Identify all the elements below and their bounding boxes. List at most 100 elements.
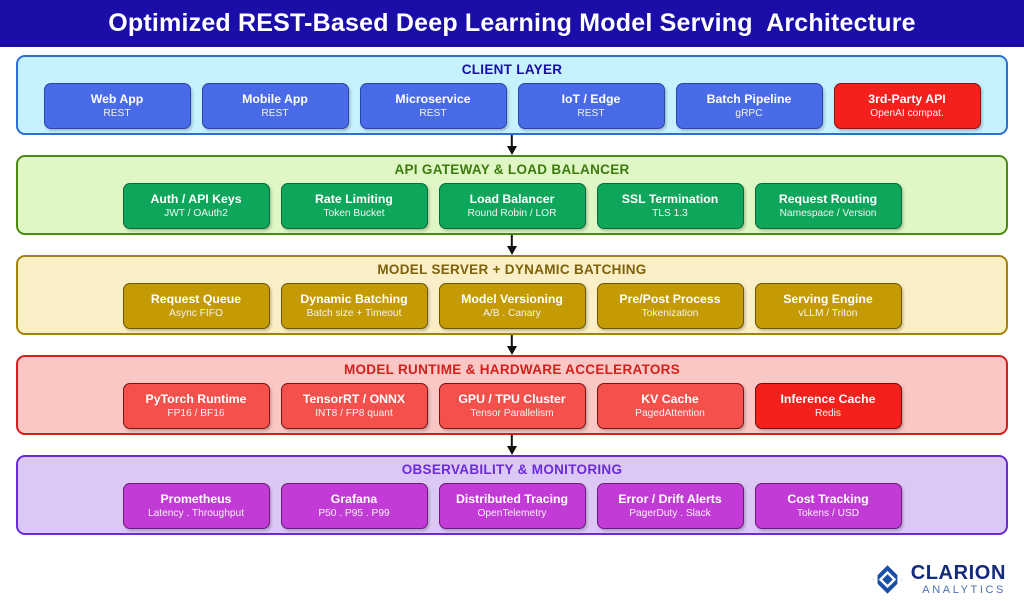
card-microservice-title: Microservice [395,91,471,106]
card-mobile-app-title: Mobile App [242,91,308,106]
down-arrow-icon [505,435,519,455]
client-layer-title: CLIENT LAYER [461,62,563,77]
card-auth-api-keys-subtitle: JWT / OAuth2 [164,207,228,219]
card-pre-post-process-subtitle: Tokenization [641,307,699,319]
card-request-queue-subtitle: Async FIFO [169,307,223,319]
card-serving-engine-subtitle: vLLM / Triton [798,307,858,319]
card-batch-pipeline-title: Batch Pipeline [706,91,792,106]
card-tensorrt-onnx-title: TensorRT / ONNX [302,391,406,406]
card-dynamic-batching-subtitle: Batch size + Timeout [306,307,402,319]
card-load-balancer-subtitle: Round Robin / LOR [467,207,557,219]
card-dynamic-batching-title: Dynamic Batching [300,291,408,306]
card-pre-post-process-title: Pre/Post Process [619,291,721,306]
card-cost-tracking-subtitle: Tokens / USD [796,507,860,519]
card-error-drift-alerts-title: Error / Drift Alerts [618,491,722,506]
card-distributed-tracing-subtitle: OpenTelemetry [477,507,547,519]
card-web-app-subtitle: REST [103,107,131,119]
card-load-balancer-title: Load Balancer [469,191,555,206]
page-title-bar: Optimized REST-Based Deep Learning Model… [0,0,1024,47]
card-request-routing-subtitle: Namespace / Version [779,207,877,219]
card-ssl-termination-subtitle: TLS 1.3 [652,207,688,219]
card-kv-cache-subtitle: PagedAttention [635,407,705,419]
card-mobile-app-subtitle: REST [261,107,289,119]
down-arrow-icon [505,135,519,155]
clarion-diamond-logo-icon [872,565,902,594]
card-model-versioning-subtitle: A/B . Canary [483,307,541,319]
card-grafana-subtitle: P50 . P95 . P99 [318,507,390,519]
arrow-client-to-gateway [16,135,1008,155]
card-request-routing-title: Request Routing [778,191,878,206]
card-tensorrt-onnx-subtitle: INT8 / FP8 quant [315,407,393,419]
down-arrow-icon [505,235,519,255]
card-inference-cache-title: Inference Cache [780,391,876,406]
brand-tagline: ANALYTICS [922,584,1006,596]
card-distributed-tracing-title: Distributed Tracing [455,491,569,506]
card-third-party-api-title: 3rd-Party API [868,91,946,106]
observability-layer-title: OBSERVABILITY & MONITORING [401,462,623,477]
model-runtime-layer: MODEL RUNTIME & HARDWARE ACCELERATORS PyT… [16,355,1008,435]
card-auth-api-keys-title: Auth / API Keys [150,191,242,206]
card-batch-pipeline-subtitle: gRPC [735,107,763,119]
brand-name: CLARION [910,562,1006,584]
card-microservice-subtitle: REST [419,107,447,119]
model-server-layer-title: MODEL SERVER + DYNAMIC BATCHING [377,262,647,277]
model-server-layer: MODEL SERVER + DYNAMIC BATCHING Request Q… [16,255,1008,335]
card-gpu-tpu-cluster-subtitle: Tensor Parallelism [470,407,554,419]
card-request-queue-title: Request Queue [150,291,242,306]
card-pytorch-runtime-subtitle: FP16 / BF16 [167,407,225,419]
card-pytorch-runtime-title: PyTorch Runtime [145,391,247,406]
model-runtime-layer-title: MODEL RUNTIME & HARDWARE ACCELERATORS [343,362,681,377]
card-kv-cache-title: KV Cache [641,391,699,406]
card-cost-tracking-title: Cost Tracking [787,491,869,506]
arrow-gateway-to-model-server [16,235,1008,255]
arrow-runtime-to-observability [16,435,1008,455]
card-grafana-title: Grafana [330,491,378,506]
down-arrow-icon [505,335,519,355]
card-iot-edge-subtitle: REST [577,107,605,119]
card-iot-edge-title: IoT / Edge [561,91,621,106]
card-gpu-tpu-cluster-title: GPU / TPU Cluster [458,391,566,406]
card-ssl-termination-title: SSL Termination [621,191,719,206]
brand-text: CLARION ANALYTICS [911,563,1006,596]
card-rate-limiting-title: Rate Limiting [315,191,393,206]
card-web-app-title: Web App [90,91,144,106]
card-third-party-api-subtitle: OpenAI compat. [870,107,944,119]
card-serving-engine-title: Serving Engine [783,291,873,306]
api-gateway-layer-title: API GATEWAY & LOAD BALANCER [394,162,630,177]
card-inference-cache-subtitle: Redis [814,407,842,419]
brand-logo: CLARION ANALYTICS [872,563,1006,596]
